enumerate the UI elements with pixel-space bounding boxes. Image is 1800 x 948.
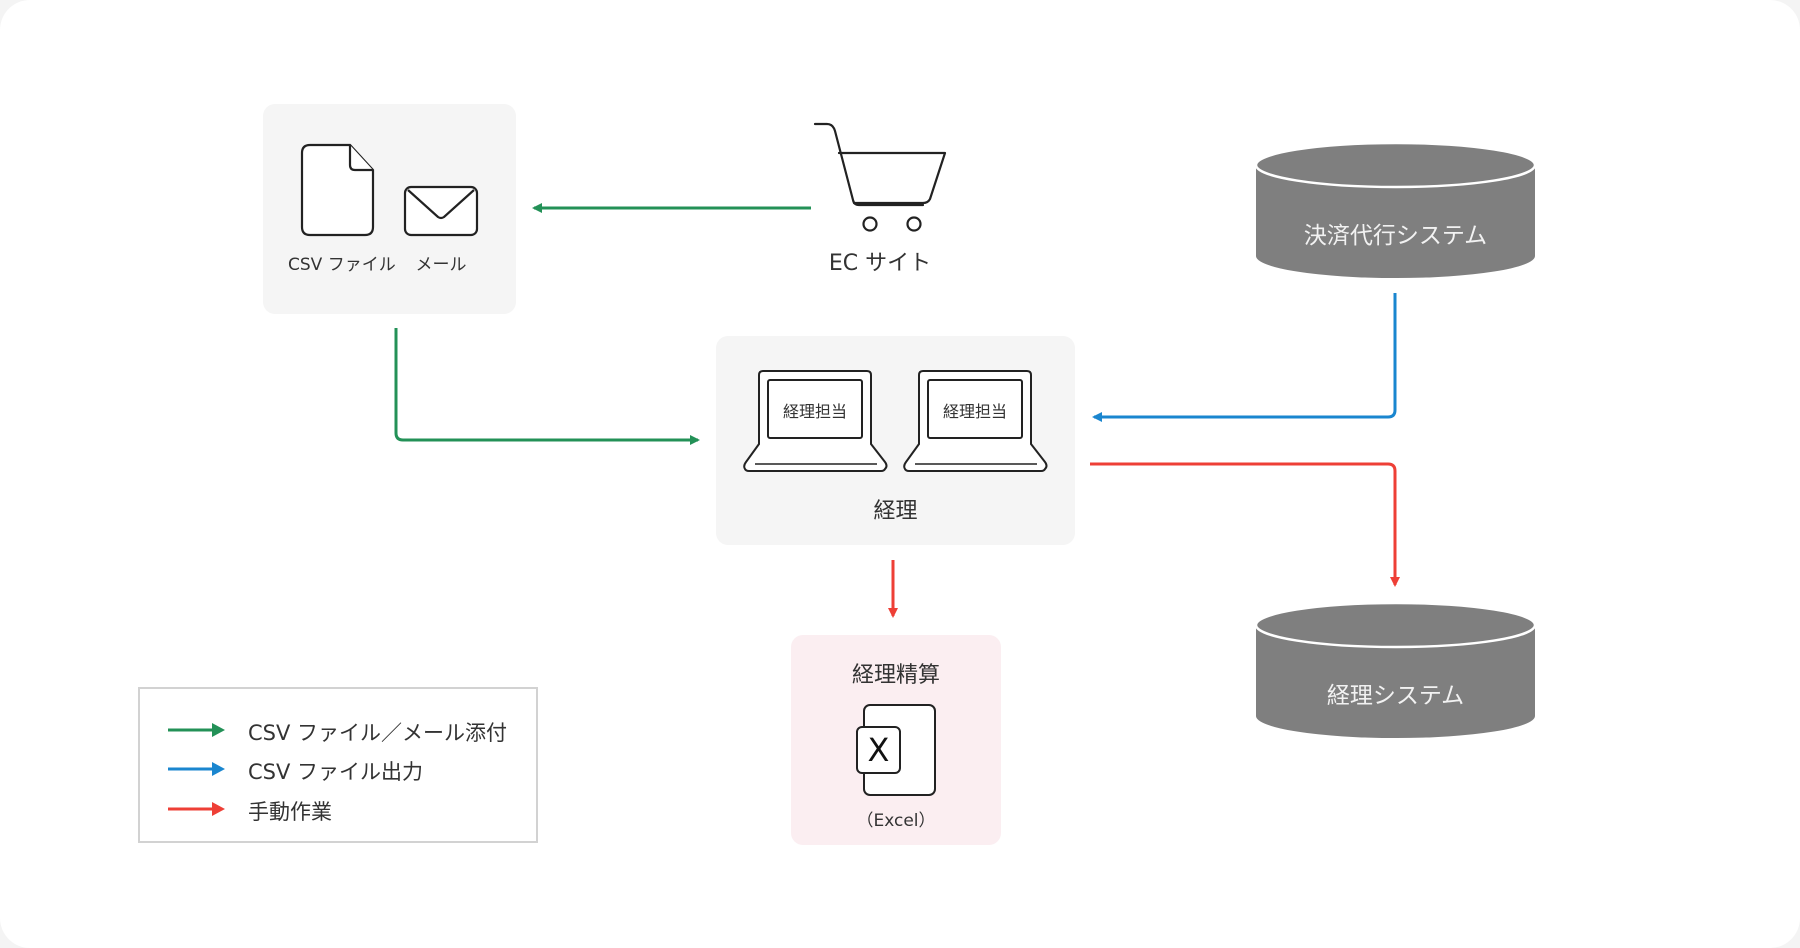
legend-label: CSV ファイル出力 [248, 760, 424, 784]
edge-accounting-to-system [1090, 462, 1400, 587]
green-arrow-icon [168, 723, 225, 737]
accounting-label: 経理 [873, 499, 918, 524]
shopping-cart-icon [813, 122, 947, 232]
file-icon [300, 143, 375, 237]
payment-system-cylinder [1254, 141, 1537, 278]
legend-item-csv-mail: CSV ファイル／メール添付 [140, 715, 536, 745]
mail-label: メール [415, 255, 467, 275]
ec-site-label: EC サイト [828, 251, 932, 276]
red-arrow-icon [168, 802, 225, 816]
excel-icon [856, 704, 936, 796]
legend-item-manual: 手動作業 [140, 794, 536, 824]
legend: CSV ファイル／メール添付 CSV ファイル出力 手動作業 [138, 687, 538, 843]
blue-arrow-icon [168, 762, 225, 776]
settlement-title: 経理精算 [851, 663, 940, 688]
accounting-system-cylinder [1254, 601, 1537, 738]
excel-letter: X [867, 731, 890, 769]
legend-item-csv-output: CSV ファイル出力 [140, 754, 536, 784]
edge-documents-to-accounting [394, 328, 700, 445]
laptop-screen-label: 経理担当 [782, 402, 847, 421]
excel-caption: （Excel） [856, 811, 936, 831]
laptop-icon [743, 370, 888, 472]
csv-file-label: CSV ファイル [288, 255, 396, 275]
payment-system-label: 決済代行システム [1303, 223, 1488, 249]
envelope-icon [403, 185, 479, 237]
laptop-screen-label: 経理担当 [942, 402, 1007, 421]
accounting-system-label: 経理システム [1326, 683, 1465, 709]
legend-label: 手動作業 [248, 800, 332, 824]
edge-payment-to-accounting [1092, 293, 1397, 422]
legend-label: CSV ファイル／メール添付 [248, 721, 508, 745]
laptop-icon [903, 370, 1048, 472]
